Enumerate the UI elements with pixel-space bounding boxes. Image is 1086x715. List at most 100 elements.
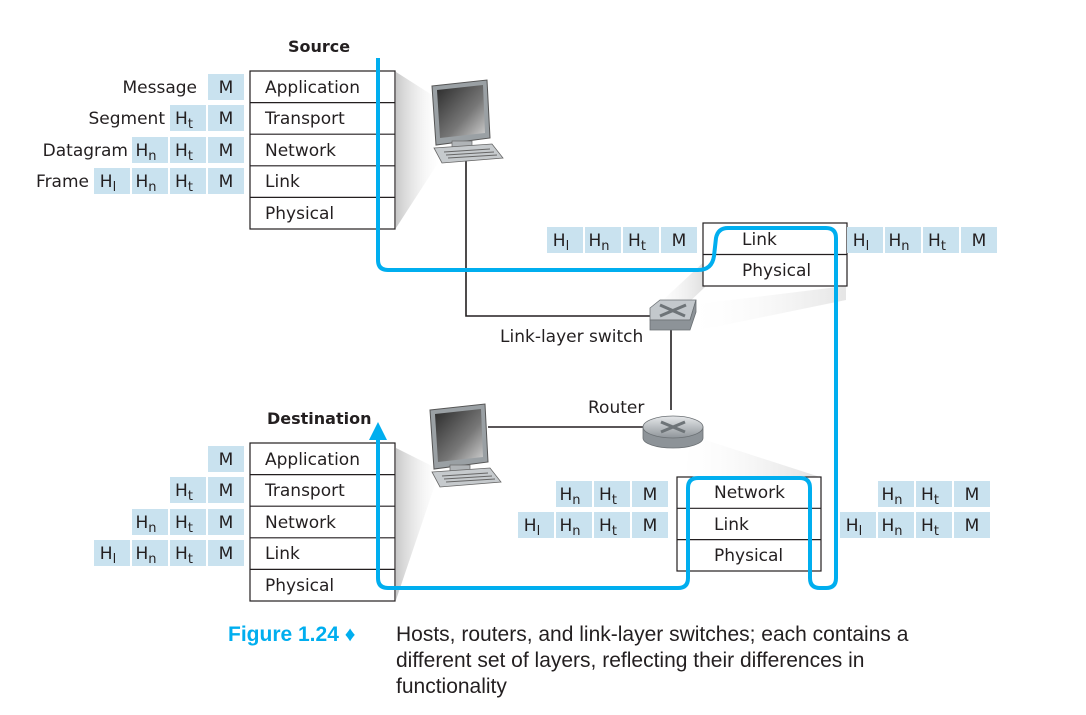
message-cell: M xyxy=(208,446,244,472)
header-cell-hn: Hn xyxy=(132,540,168,567)
arrowhead-icon xyxy=(369,422,387,440)
svg-text:Hl: Hl xyxy=(100,172,116,195)
source-layer-transport: Transport xyxy=(264,109,345,129)
data-flow-path xyxy=(376,58,838,590)
message-cell: M xyxy=(208,168,244,194)
svg-text:M: M xyxy=(643,516,658,536)
header-cell-ht: Ht xyxy=(623,227,659,254)
svg-text:Hl: Hl xyxy=(846,516,862,539)
router-layer-physical: Physical xyxy=(714,546,783,566)
header-cell-hn: Hn xyxy=(132,137,168,164)
header-cell-hl: Hl xyxy=(94,168,130,195)
header-cell-ht: Ht xyxy=(170,137,206,164)
svg-text:M: M xyxy=(219,544,234,564)
destination-layer-physical: Physical xyxy=(265,576,334,596)
destination-encap-row-1: Ht M xyxy=(170,477,244,504)
header-cell-ht: Ht xyxy=(170,509,206,536)
message-cell: M xyxy=(632,481,668,507)
caption-text: Hosts, routers, and link-layer switches;… xyxy=(396,623,909,698)
source-layer-application: Application xyxy=(265,78,360,98)
message-cell: M xyxy=(208,540,244,566)
svg-text:M: M xyxy=(219,78,234,98)
svg-text:M: M xyxy=(972,231,987,251)
router-layer-stack: Network Link Physical xyxy=(676,476,822,572)
svg-text:M: M xyxy=(219,141,234,161)
svg-text:M: M xyxy=(219,172,234,192)
header-cell-ht: Ht xyxy=(170,477,206,504)
header-cell-hn: Hn xyxy=(878,512,914,539)
switch-label: Link-layer switch xyxy=(500,327,643,347)
destination-encap-row-0: M xyxy=(208,446,244,472)
destination-layer-link: Link xyxy=(265,544,300,564)
router-projection-shade xyxy=(676,435,820,560)
destination-layer-network: Network xyxy=(265,513,336,533)
svg-text:Hl: Hl xyxy=(853,231,869,254)
svg-text:M: M xyxy=(965,485,980,505)
header-cell-hl: Hl xyxy=(847,227,883,254)
header-cell-hn: Hn xyxy=(878,481,914,508)
svg-text:Hl: Hl xyxy=(100,544,116,567)
header-cell-hl: Hl xyxy=(518,512,554,539)
svg-text:Hl: Hl xyxy=(524,516,540,539)
header-cell-ht: Ht xyxy=(923,227,959,254)
source-layer-physical: Physical xyxy=(265,204,334,224)
message-cell: M xyxy=(208,477,244,503)
source-title: Source xyxy=(288,37,350,56)
destination-layer-transport: Transport xyxy=(264,481,345,501)
source-layer-network: Network xyxy=(265,141,336,161)
header-cell-ht: Ht xyxy=(170,540,206,567)
message-cell: M xyxy=(208,137,244,163)
svg-text:M: M xyxy=(219,109,234,129)
header-cell-hl: Hl xyxy=(840,512,876,539)
router-icon xyxy=(642,415,704,449)
message-cell: M xyxy=(208,509,244,535)
header-cell-ht: Ht xyxy=(594,481,630,508)
pdu-label-message: Message xyxy=(122,78,197,98)
source-computer-icon xyxy=(431,79,504,164)
header-cell-hn: Hn xyxy=(885,227,921,254)
message-cell: M xyxy=(661,227,697,253)
header-cell-ht: Ht xyxy=(170,168,206,195)
wire-source-to-switch xyxy=(465,160,650,317)
source-layer-link: Link xyxy=(265,172,300,192)
header-cell-hn: Hn xyxy=(556,512,592,539)
router-layer-network: Network xyxy=(714,483,785,503)
source-encap-row-0: M xyxy=(208,74,244,100)
pdu-label-segment: Segment xyxy=(89,109,166,129)
header-cell-ht: Ht xyxy=(916,512,952,539)
caption-separator-icon: ♦ xyxy=(344,623,356,646)
header-cell-hn: Hn xyxy=(585,227,621,254)
svg-text:M: M xyxy=(219,481,234,501)
figure-number: Figure 1.24 xyxy=(228,623,339,646)
svg-text:M: M xyxy=(219,450,234,470)
switch-projection-shade-2 xyxy=(690,286,846,330)
destination-projection-shade xyxy=(396,448,440,600)
switch-layer-physical: Physical xyxy=(742,261,811,281)
switch-icon xyxy=(649,299,697,331)
header-cell-ht: Ht xyxy=(916,481,952,508)
message-cell: M xyxy=(961,227,997,253)
svg-text:M: M xyxy=(219,513,234,533)
header-cell-hn: Hn xyxy=(556,481,592,508)
router-label: Router xyxy=(588,398,644,418)
message-cell: M xyxy=(632,512,668,538)
router-layer-link: Link xyxy=(714,515,749,535)
figure-caption: Figure 1.24 ♦ Hosts, routers, and link-l… xyxy=(228,622,988,698)
pdu-label-datagram: Datagram xyxy=(43,141,128,161)
switch-layer-link: Link xyxy=(742,230,777,250)
header-cell-hn: Hn xyxy=(132,509,168,536)
switch-layer-stack: Link Physical xyxy=(702,222,848,287)
message-cell: M xyxy=(954,481,990,507)
source-layer-stack: Application Transport Network Link Physi… xyxy=(249,70,396,230)
